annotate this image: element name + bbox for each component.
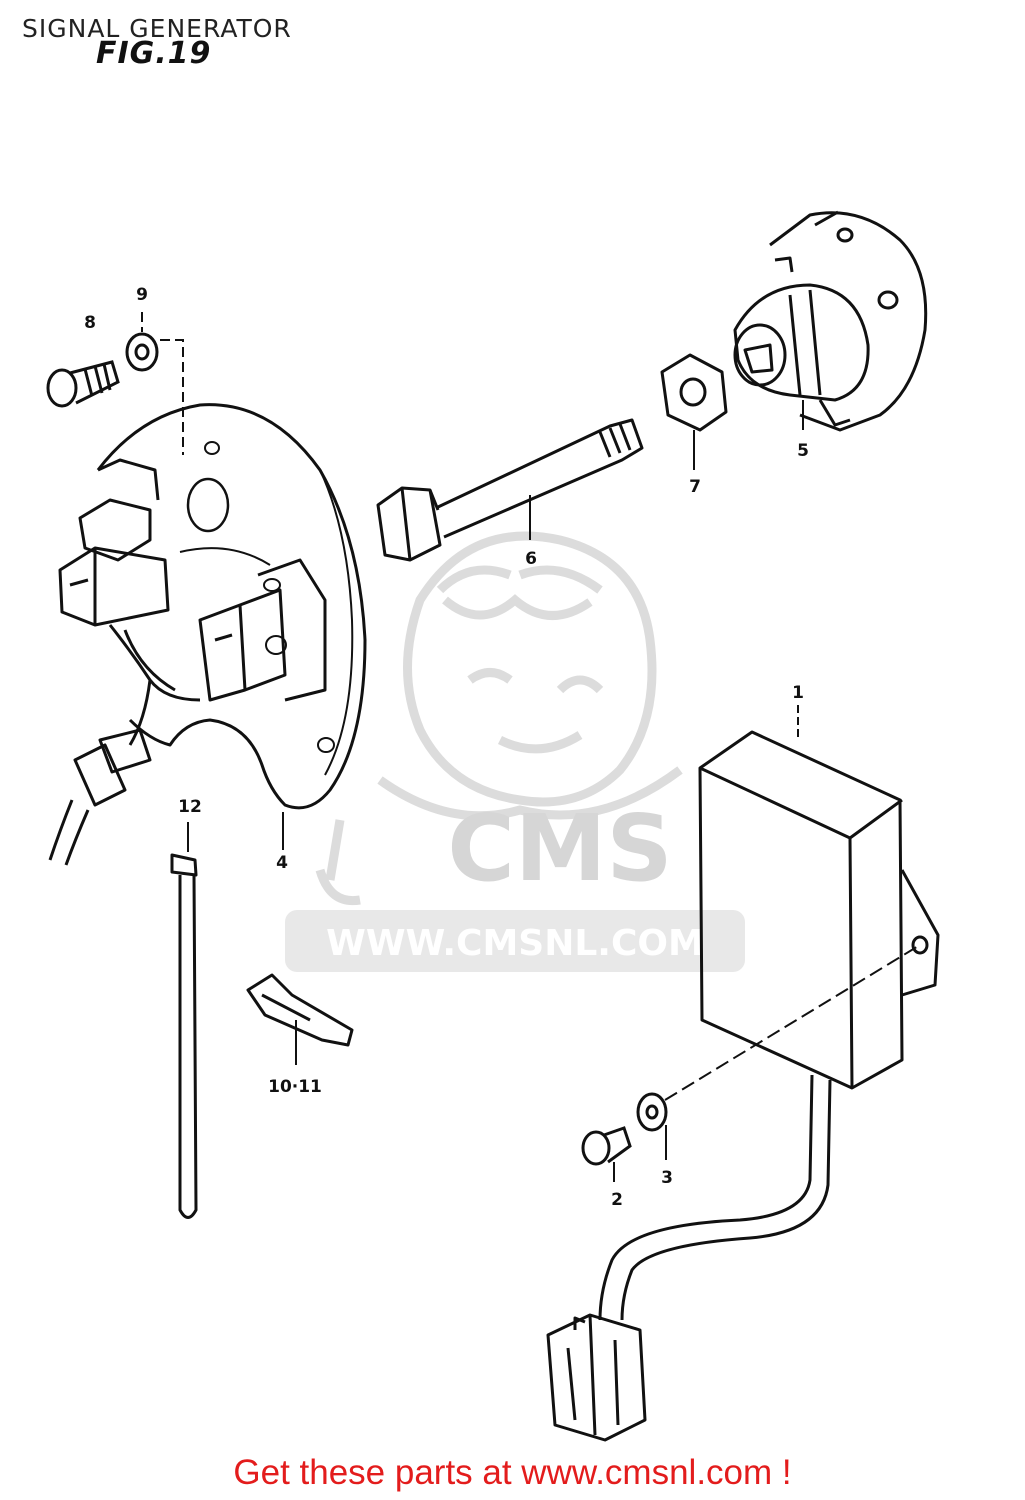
part-2-screw [581, 1126, 632, 1166]
part-8-screw [46, 360, 120, 408]
page-title: SIGNAL GENERATOR [22, 14, 292, 43]
part-6-bolt [376, 418, 644, 562]
part-7-nut [660, 353, 728, 432]
igniter-cable [598, 1074, 832, 1321]
part-4-base-plate [48, 403, 367, 866]
plate-hole [186, 477, 230, 533]
connector [546, 1313, 647, 1442]
watermark-url-band [285, 910, 745, 972]
callout-9: 9 [136, 285, 148, 305]
part-5-rotor [733, 210, 928, 432]
watermark-brand: CMS [447, 795, 672, 902]
callout-6: 6 [525, 549, 537, 569]
base-plate-outline [96, 403, 367, 810]
footer-shop-link[interactable]: Get these parts at www.cmsnl.com ! [233, 1453, 792, 1492]
watermark-url: WWW.CMSNL.COM [326, 923, 704, 964]
part-3-washer [636, 1092, 668, 1132]
callout-10-11: 10·11 [268, 1077, 322, 1097]
pickup-coil-lower [198, 588, 287, 702]
callout-8: 8 [84, 313, 96, 333]
callout-3: 3 [661, 1168, 673, 1188]
part-12-cable-tie [170, 853, 198, 1219]
screw-hole [317, 737, 335, 753]
callout-2: 2 [611, 1190, 623, 1210]
leader-9 [141, 312, 184, 455]
mascot-collar [377, 766, 683, 821]
mascot-head-outline [403, 531, 657, 807]
callout-7: 7 [689, 477, 701, 497]
callout-5: 5 [797, 441, 809, 461]
leader-3-mount [664, 944, 921, 1101]
mascot-wrench [315, 819, 361, 906]
mascot-face [467, 668, 604, 754]
screw-hole [204, 441, 220, 455]
part-9-washer [125, 332, 159, 372]
callout-12: 12 [178, 797, 202, 817]
part-10-11-clamp [246, 973, 354, 1047]
callout-1: 1 [792, 683, 804, 703]
coil-wires [108, 624, 201, 746]
callout-4: 4 [276, 853, 288, 873]
mascot-goggles [436, 565, 603, 620]
cms-watermark [315, 531, 683, 906]
part-1-igniter [546, 730, 940, 1442]
figure-label: FIG.19 [96, 36, 212, 71]
pickup-coil-upper [58, 546, 170, 627]
